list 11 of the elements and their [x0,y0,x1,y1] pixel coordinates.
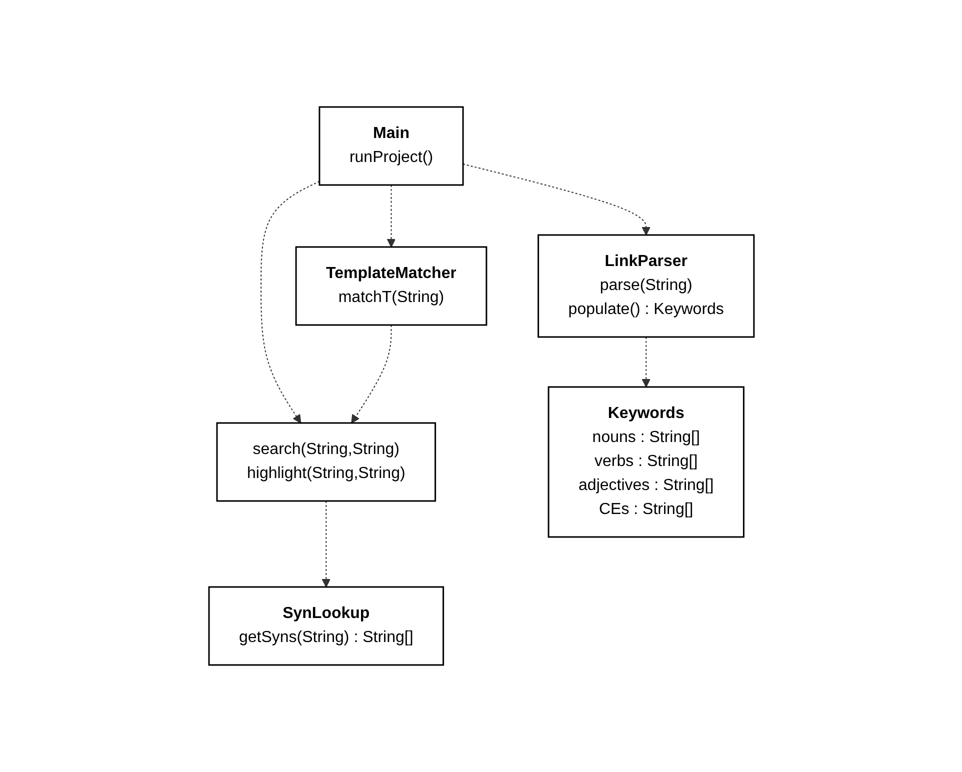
arrow [641,336,650,388]
node-box: Main runProject() [318,106,464,186]
node-box: search(String,String) highlight(String,String) [216,422,436,502]
node-box: Keywords nouns : String[] verbs : String[] adjectives : String[] CEs : String[] [547,386,744,538]
node-box: LinkParser parse(String) populate() : Keywords [537,234,754,338]
arrow [321,500,330,588]
arrow [462,164,650,236]
node-box: TemplateMatcher matchT(String) [294,246,487,326]
arrow [386,184,396,248]
arrow [350,324,392,424]
node-box: SynLookup getSyns(String) : String[] [208,586,444,666]
